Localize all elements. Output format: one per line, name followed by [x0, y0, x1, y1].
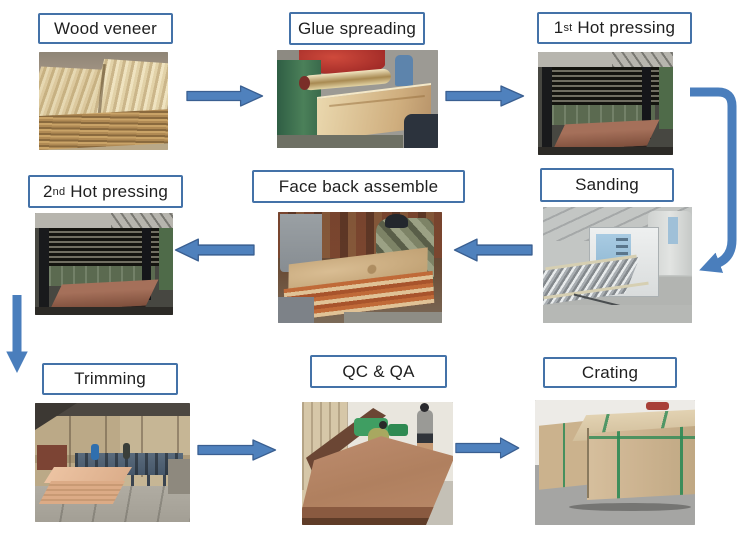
press-column-left: [39, 228, 49, 310]
step-label-text: Trimming: [74, 369, 146, 388]
step-label-face-back-assemble: Face back assemble: [252, 170, 465, 203]
worker-dark: [404, 114, 438, 148]
photo-hot-pressing-2: [35, 213, 173, 315]
step-label-text: Face back assemble: [278, 176, 439, 196]
press-platens: [45, 228, 159, 266]
crate-edge: [587, 428, 589, 498]
press-platens: [548, 67, 659, 105]
step-label-num: 2: [42, 181, 53, 201]
roof-edge: [35, 403, 190, 416]
green-wall: [159, 228, 173, 290]
worker-pants: [278, 297, 314, 323]
blue-window: [668, 217, 678, 244]
press-green-panel: [552, 105, 655, 125]
photo-face-back-assemble: [278, 212, 442, 323]
step-label-wood-veneer: Wood veneer: [38, 13, 173, 44]
step-label-text: Crating: [581, 362, 639, 382]
floor: [543, 305, 692, 323]
step-label-glue-spreading: Glue spreading: [289, 12, 425, 45]
photo-trimming: [35, 403, 190, 522]
arrow-glue-spreading-to-hot-pressing-1: [445, 85, 525, 107]
press-column-left: [542, 67, 552, 149]
floor: [277, 135, 403, 148]
press-column-right: [142, 228, 151, 300]
photo-wood-veneer: [39, 52, 168, 150]
photo-hot-pressing-1: [538, 52, 673, 155]
worker-blue-shirt: [91, 444, 99, 460]
photo-crating: [535, 400, 695, 525]
step-label-qc-qa: QC & QA: [310, 355, 447, 388]
veneer-stack-edge: [39, 109, 168, 150]
step-label-crating: Crating: [543, 357, 677, 388]
worker-standing-head: [420, 403, 429, 412]
green-material-2: [388, 424, 408, 436]
floor: [343, 312, 442, 323]
arrow-face-back-assemble-to-hot-pressing-2: [174, 238, 255, 262]
photo-qc-qa: [302, 402, 453, 525]
red-detail: [646, 402, 669, 410]
roller-hub: [299, 76, 310, 90]
crate-shadow: [569, 503, 691, 511]
arrow-sanding-to-face-back-assemble: [453, 238, 533, 262]
arrow-qc-qa-to-crating: [455, 437, 520, 459]
step-label-trimming: Trimming: [42, 363, 178, 395]
step-label-text: Hot pressing: [572, 18, 676, 37]
red-machine: [37, 445, 67, 470]
step-label-sanding: Sanding: [540, 168, 674, 202]
gray-machine: [168, 459, 190, 494]
worker-dark: [123, 443, 130, 459]
worker-blue-shirt: [395, 55, 413, 86]
green-wall: [659, 67, 673, 129]
step-label-text: QC & QA: [342, 361, 415, 381]
worker-crouching-head: [379, 421, 387, 429]
step-label-text: Wood veneer: [53, 18, 157, 38]
photo-sanding: [543, 207, 692, 323]
arrow-hot-pressing-2-to-trimming: [6, 295, 28, 374]
press-column-right: [642, 67, 651, 139]
worker-cap: [385, 214, 408, 228]
step-label-num: 1: [553, 18, 564, 37]
step-label-text: Hot pressing: [65, 181, 169, 201]
floor: [35, 307, 173, 315]
step-label-text: Sanding: [575, 175, 639, 194]
ceiling-braces: [612, 52, 673, 67]
arrow-wood-veneer-to-glue-spreading: [186, 85, 264, 107]
ceiling-braces: [110, 213, 173, 228]
plywood-stack-front: [38, 481, 126, 504]
photo-glue-spreading: [277, 50, 438, 148]
floor: [538, 147, 673, 155]
arrow-trimming-to-qc-qa: [197, 439, 277, 461]
crate-main-front: [587, 426, 695, 500]
step-label-text: Glue spreading: [297, 18, 417, 38]
arrow-hot-pressing-1-to-sanding: [690, 87, 737, 273]
